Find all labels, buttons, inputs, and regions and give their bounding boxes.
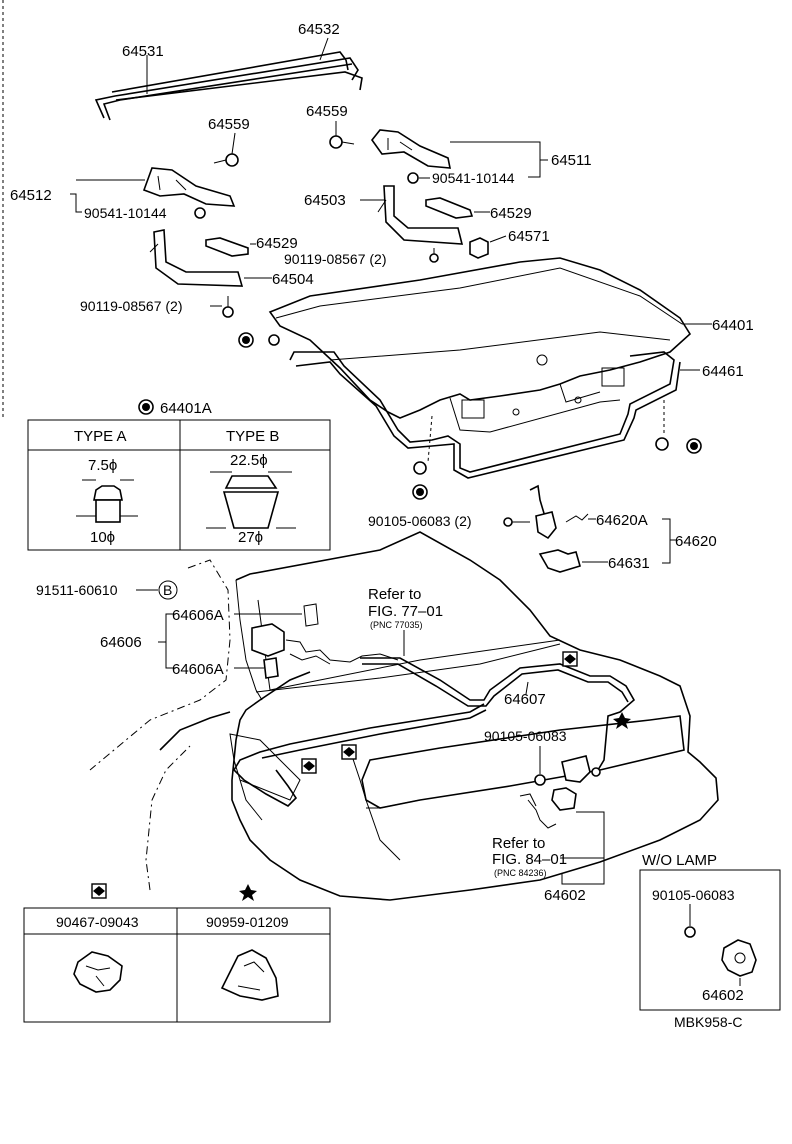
label-64606: 64606 <box>100 634 142 651</box>
header-type-a: TYPE A <box>74 428 127 445</box>
label-64512: 64512 <box>10 187 52 204</box>
nut-90541-right <box>407 172 419 184</box>
ref1-line1: Refer to <box>368 586 421 603</box>
ref1-line2: FIG. 77–01 <box>368 603 443 620</box>
hinge-64503 <box>377 185 464 245</box>
label-64606A-bottom: 64606A <box>172 661 224 678</box>
diamond-marker-top <box>562 651 578 667</box>
hinge-64504 <box>149 229 244 287</box>
label-90541-right: 90541-10144 <box>432 170 515 186</box>
cushion-right <box>655 400 702 454</box>
label-90105-lock: 90105-06083 (2) <box>368 513 472 529</box>
label-64511: 64511 <box>551 152 592 169</box>
circle-b-symbol <box>158 580 178 600</box>
clip-table <box>23 907 331 1023</box>
label-64620A: 64620A <box>596 512 648 529</box>
diamond-clip-icon <box>91 883 107 899</box>
grommet-type-a <box>76 479 138 523</box>
label-64401A: 64401A <box>160 400 212 417</box>
wo-lamp-plate-64602 <box>721 939 757 977</box>
label-64559-left: 64559 <box>208 116 250 133</box>
label-90119-left: 90119-08567 (2) <box>80 298 182 314</box>
diamond-marker-mid <box>341 744 357 760</box>
label-64504: 64504 <box>272 271 314 288</box>
bolt-64559-right <box>329 135 355 149</box>
star-marker-car <box>613 712 631 729</box>
ref2-pnc: (PNC 84236) <box>494 868 547 878</box>
label-64531: 64531 <box>122 43 164 60</box>
hinge-64512 <box>142 167 236 207</box>
types-table <box>27 419 331 551</box>
dim-b-bottom: 27ϕ <box>238 529 263 546</box>
car-body-outline <box>89 531 719 901</box>
label-90541-left: 90541-10144 <box>84 205 167 221</box>
bolt-90119-left <box>222 296 234 318</box>
label-64607: 64607 <box>504 691 546 708</box>
clip-star-part: 90959-01209 <box>206 914 289 930</box>
ref2-line1: Refer to <box>492 835 545 852</box>
hinge-64511 <box>370 129 451 169</box>
wo-lamp-bolt-label: 90105-06083 <box>652 887 735 903</box>
label-64620: 64620 <box>675 533 717 550</box>
wo-lamp-bolt <box>684 926 696 938</box>
cushion-center <box>412 415 433 500</box>
cable-64607 <box>232 657 636 807</box>
wo-lamp-title: W/O LAMP <box>642 852 717 869</box>
wo-lamp-part-label: 64602 <box>702 987 744 1004</box>
bolt-64559-left <box>213 153 239 167</box>
weatherstrip-64461 <box>289 351 681 479</box>
label-64529-left: 64529 <box>256 235 298 252</box>
lock-64620A <box>529 484 589 540</box>
clip-90959 <box>220 949 279 1001</box>
torsion-bar-rods <box>94 51 363 121</box>
lock-cylinder-64606 <box>251 623 399 679</box>
label-64631: 64631 <box>608 555 650 572</box>
label-64532: 64532 <box>298 21 340 38</box>
clip-90467 <box>73 951 123 993</box>
label-64503: 64503 <box>304 192 346 209</box>
ref1-pnc: (PNC 77035) <box>370 620 423 630</box>
label-91511: 91511-60610 <box>36 582 118 598</box>
clip-diamond-part: 90467-09043 <box>56 914 139 930</box>
bolt-90119-right <box>429 253 439 263</box>
label-64461: 64461 <box>702 363 744 380</box>
wo-lamp-box <box>639 869 781 1011</box>
diagram-code: MBK958-C <box>674 1014 742 1030</box>
ref2-line2: FIG. 84–01 <box>492 851 567 868</box>
label-64571: 64571 <box>508 228 550 245</box>
dim-b-top: 22.5ϕ <box>230 452 268 469</box>
plate-64529-right <box>425 197 474 219</box>
label-64606A-top: 64606A <box>172 607 224 624</box>
lamp-area-car <box>519 755 601 829</box>
dim-a-top: 7.5ϕ <box>88 457 117 474</box>
label-64559-right: 64559 <box>306 103 348 120</box>
cushion-left <box>238 332 280 348</box>
grommet-type-b <box>206 471 296 529</box>
cushion-64571 <box>469 237 489 259</box>
header-type-b: TYPE B <box>226 428 279 445</box>
circle-b-letter: B <box>163 582 172 598</box>
label-64602-car: 64602 <box>544 887 586 904</box>
bolt-90105-lock <box>503 517 513 527</box>
trunk-lid-64401 <box>268 257 692 433</box>
star-clip-icon <box>239 884 257 901</box>
diamond-marker-left <box>301 758 317 774</box>
label-90105-car: 90105-06083 <box>484 728 567 744</box>
nut-90541-left <box>194 207 206 219</box>
label-64401: 64401 <box>712 317 754 334</box>
plate-64529-left <box>205 237 249 257</box>
dim-a-bottom: 10ϕ <box>90 529 115 546</box>
label-90119-right: 90119-08567 (2) <box>284 251 386 267</box>
label-64529-right: 64529 <box>490 205 532 222</box>
striker-64631 <box>538 549 581 573</box>
